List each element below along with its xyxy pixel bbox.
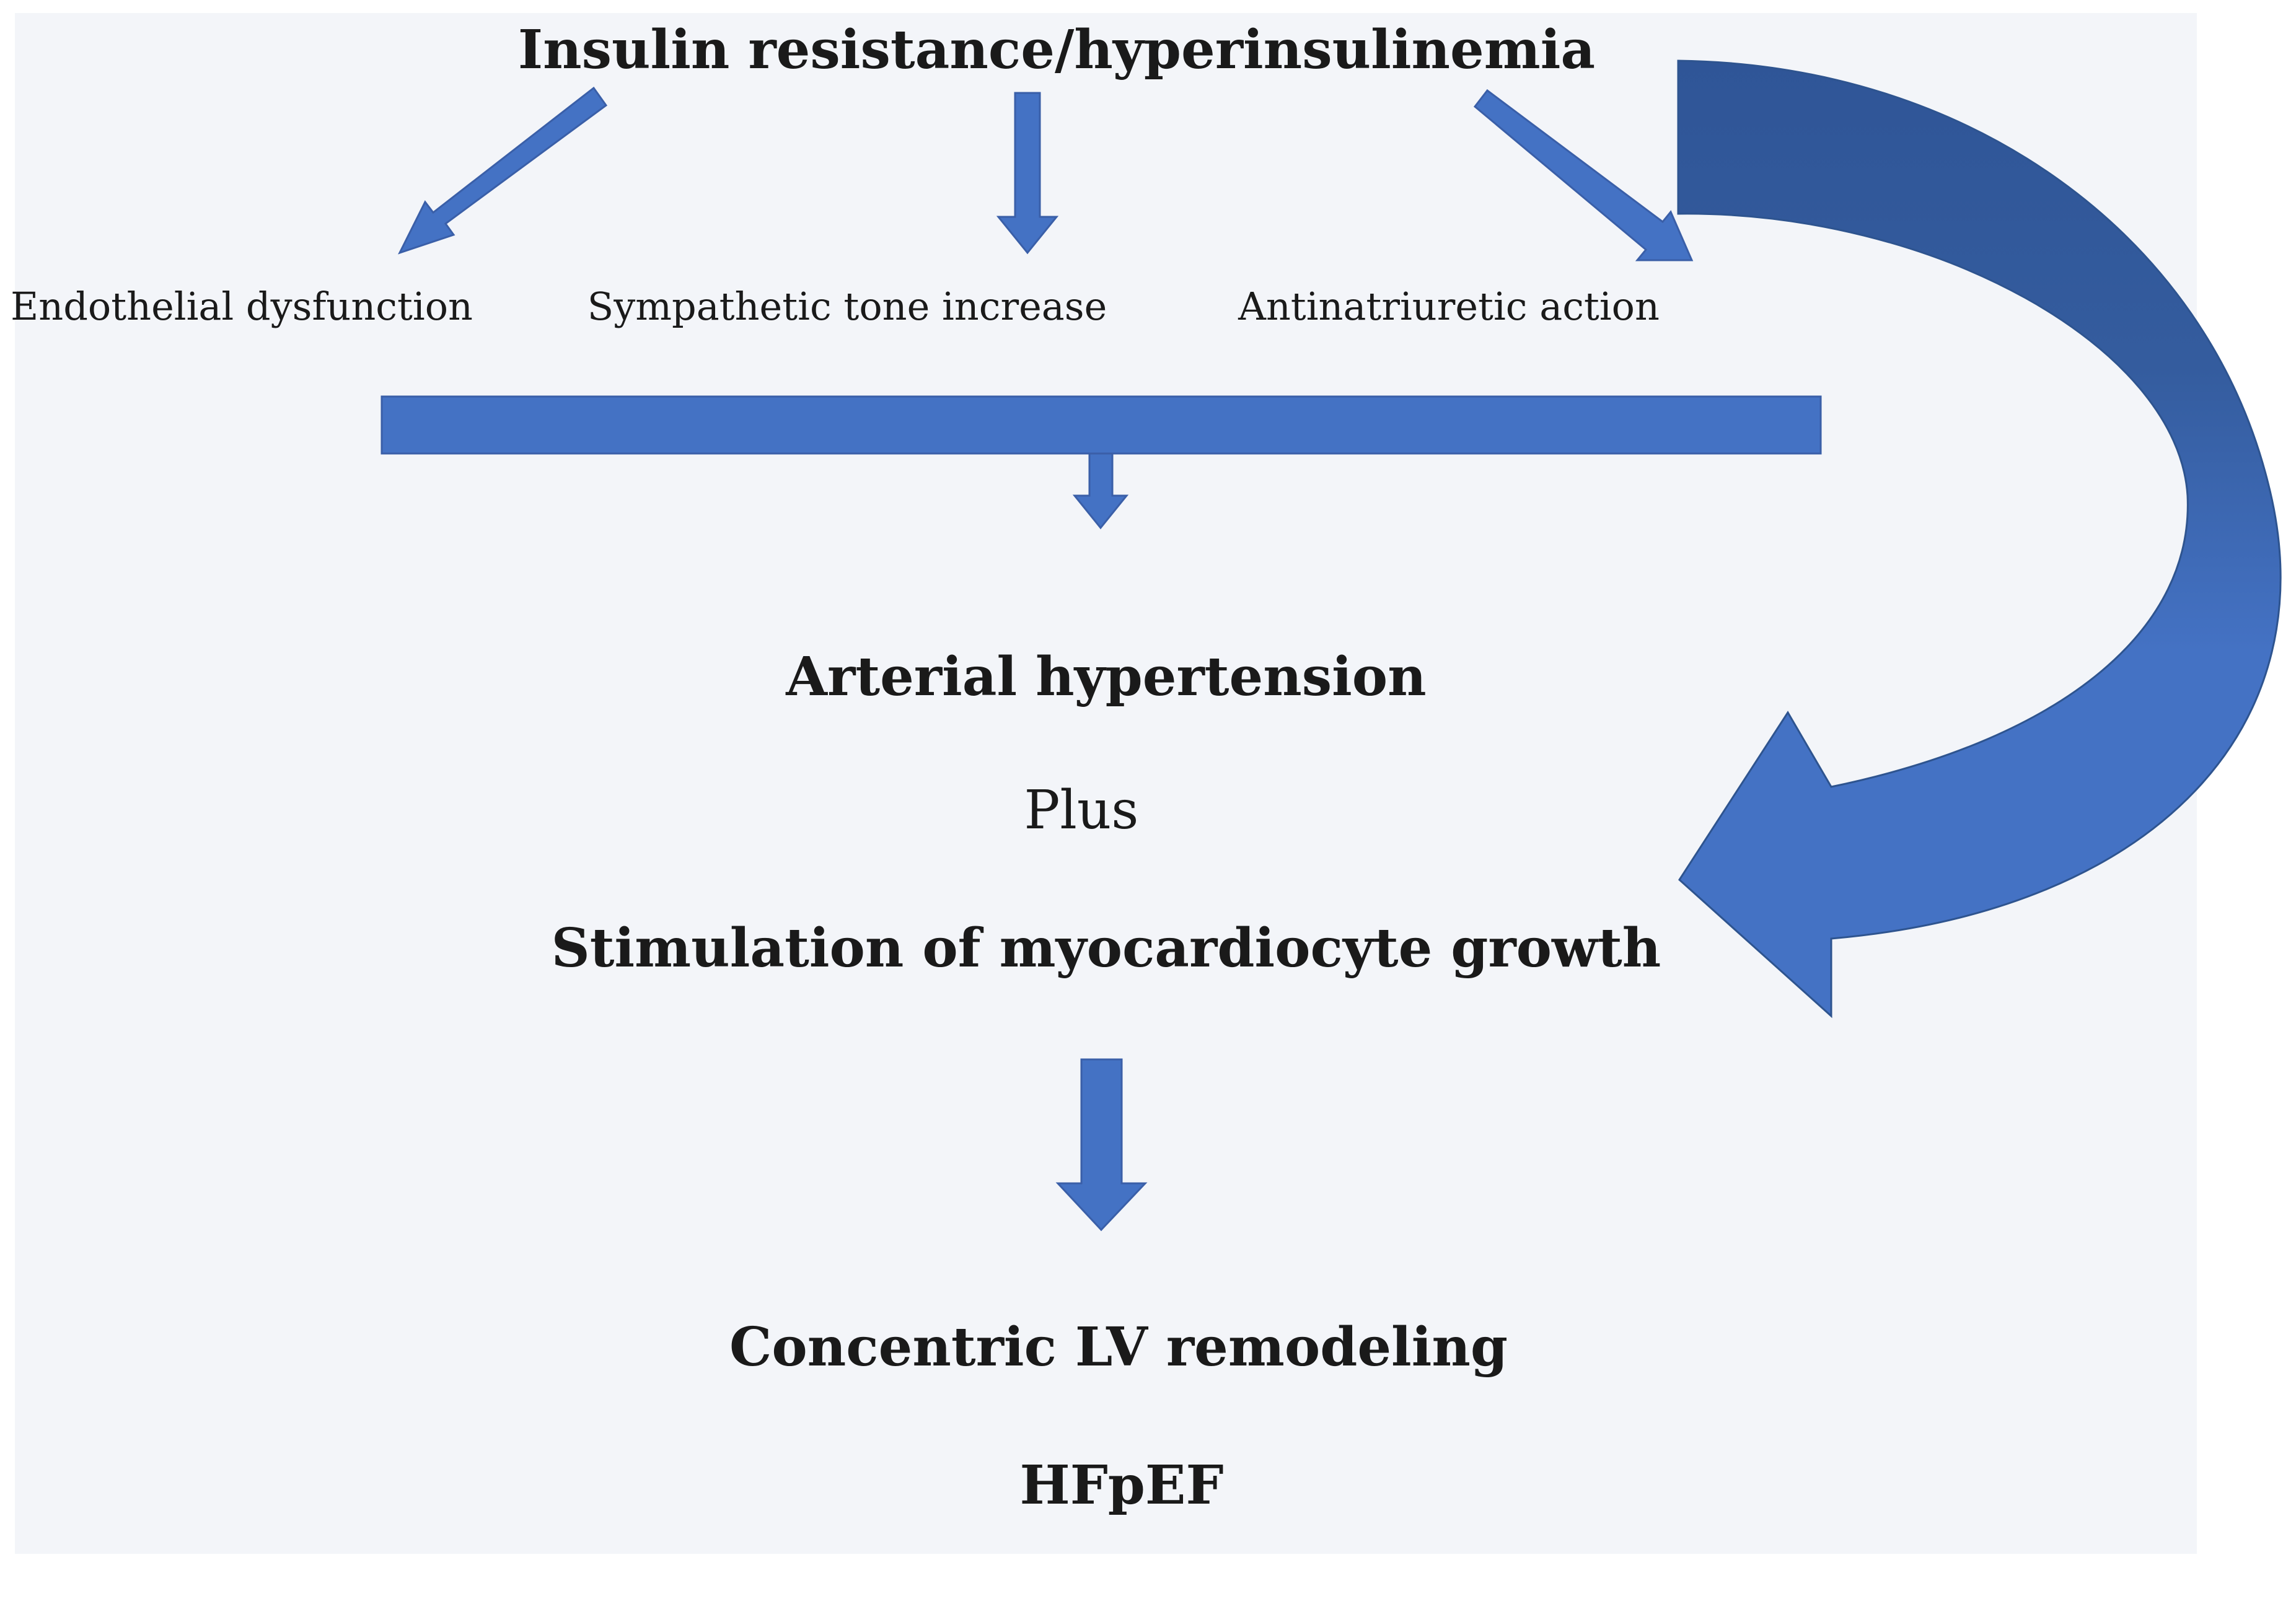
convergence-bar (380, 395, 1822, 455)
node-myocardiocyte-growth: Stimulation of myocardiocyte growth (551, 917, 1661, 979)
curved-arrow-to-myocardiocyte (1677, 59, 2282, 1019)
node-sympathetic-tone-increase: Sympathetic tone increase (587, 284, 1107, 329)
node-hfpef: HFpEF (1019, 1454, 1224, 1517)
plus-connector: Plus (1024, 779, 1139, 841)
arrow-to-hypertension (1072, 452, 1129, 530)
node-endothelial-dysfunction: Endothelial dysfunction (11, 284, 473, 329)
node-arterial-hypertension: Arterial hypertension (786, 646, 1427, 708)
arrow-to-antinatriuretic (1473, 89, 1694, 261)
root-node: Insulin resistance/hyperinsulinemia (517, 19, 1596, 81)
node-antinatriuretic-action: Antinatriuretic action (1238, 284, 1660, 329)
node-concentric-lv-remodeling: Concentric LV remodeling (729, 1316, 1508, 1378)
arrow-to-remodeling (1055, 1058, 1148, 1232)
arrow-to-endothelial (398, 86, 608, 255)
arrow-to-sympathetic (996, 92, 1059, 255)
diagram-panel (15, 13, 2197, 1554)
